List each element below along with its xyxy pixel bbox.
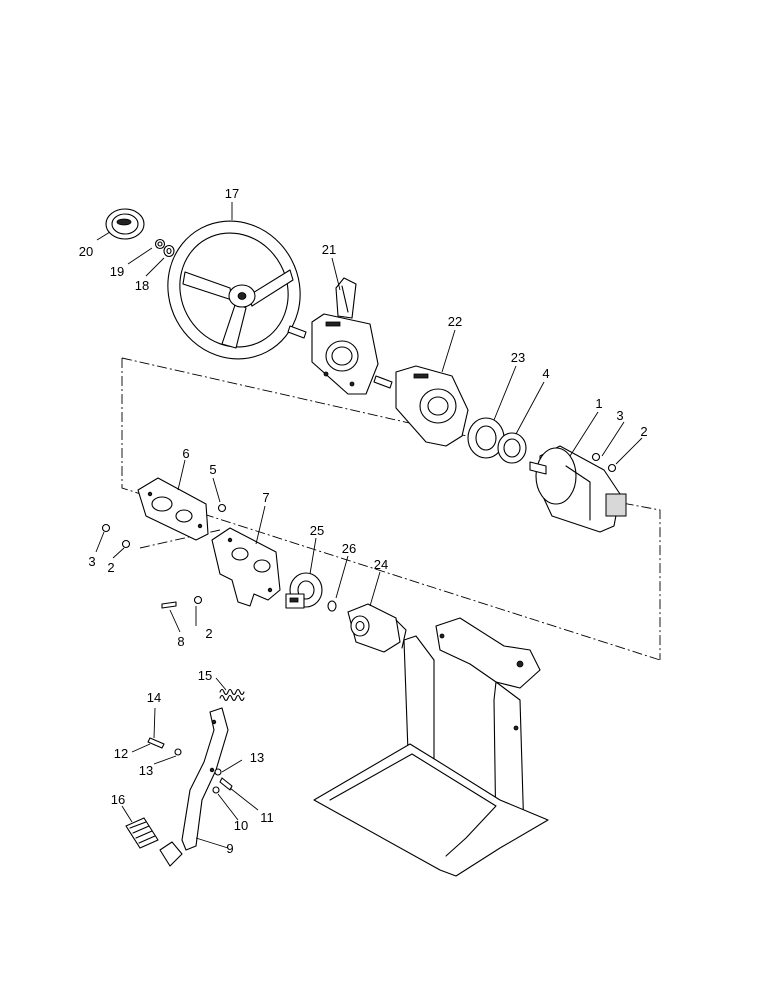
- callout-3-left: 3: [88, 554, 95, 569]
- callout-5: 5: [209, 462, 216, 477]
- column-nut-part: [591, 452, 601, 462]
- rotary-switch-part: [285, 572, 323, 609]
- callout-12: 12: [114, 746, 128, 761]
- callout-26: 26: [342, 541, 356, 556]
- callout-25: 25: [310, 523, 324, 538]
- bolt-part: [217, 503, 227, 513]
- callout-20: 20: [79, 244, 93, 259]
- callout-6: 6: [182, 446, 189, 461]
- bracket-plate-part: [211, 527, 281, 607]
- callout-14: 14: [147, 690, 161, 705]
- callout-4: 4: [542, 366, 549, 381]
- retaining-ring-part: [497, 432, 527, 464]
- switch-housing-part: [373, 365, 469, 447]
- pedal-stop-nut-part: [214, 768, 222, 776]
- callout-11: 11: [260, 810, 274, 825]
- nut-part: [154, 238, 166, 250]
- callout-16: 16: [111, 792, 125, 807]
- column-washer-part: [607, 463, 617, 473]
- spacer-ring-part: [467, 417, 505, 459]
- mounting-plate-part: [137, 477, 209, 541]
- pedal-pivot-bolt-part: [147, 737, 165, 749]
- bracket-washer-part: [193, 595, 203, 605]
- callout-21: 21: [322, 242, 336, 257]
- callout-13-left: 13: [139, 763, 153, 778]
- pedal-pad-part: [125, 817, 159, 849]
- callout-15: 15: [198, 668, 212, 683]
- left-nut-part: [101, 523, 111, 533]
- callout-2-bracket: 2: [205, 626, 212, 641]
- pedal-stop-bolt-part: [219, 777, 233, 791]
- callout-13-right: 13: [250, 750, 264, 765]
- pedal-nut-part: [174, 748, 182, 756]
- callout-labels: 20 19 18 17 21 22 23 4 1 3 2 6 5 7 25 26…: [79, 186, 648, 856]
- callout-2-column: 2: [640, 424, 647, 439]
- callout-18: 18: [135, 278, 149, 293]
- clip-part: [327, 600, 337, 612]
- callout-22: 22: [448, 314, 462, 329]
- horn-cap-part: [105, 208, 145, 240]
- callout-17: 17: [225, 186, 239, 201]
- callout-3-column: 3: [616, 408, 623, 423]
- steering-wheel-part: [167, 220, 301, 360]
- callout-10: 10: [234, 818, 248, 833]
- callout-23: 23: [511, 350, 525, 365]
- washer-part: [163, 244, 175, 258]
- left-washer-part: [121, 539, 131, 549]
- column-support-frame-part: [313, 617, 549, 877]
- return-spring-part: [219, 688, 245, 702]
- callout-2-left: 2: [107, 560, 114, 575]
- callout-7: 7: [262, 490, 269, 505]
- steering-column-part: [529, 445, 627, 533]
- steering-valve-part: [347, 603, 407, 653]
- callout-8: 8: [177, 634, 184, 649]
- callout-9: 9: [226, 841, 233, 856]
- upper-switch-housing-part: [287, 277, 379, 395]
- pedal-bolt-part: [212, 786, 220, 794]
- bracket-bolt-part: [161, 601, 177, 609]
- callout-1: 1: [595, 396, 602, 411]
- callout-19: 19: [110, 264, 124, 279]
- brake-pedal-part: [159, 707, 229, 867]
- leader-lines: [95, 202, 643, 849]
- callout-24: 24: [374, 557, 388, 572]
